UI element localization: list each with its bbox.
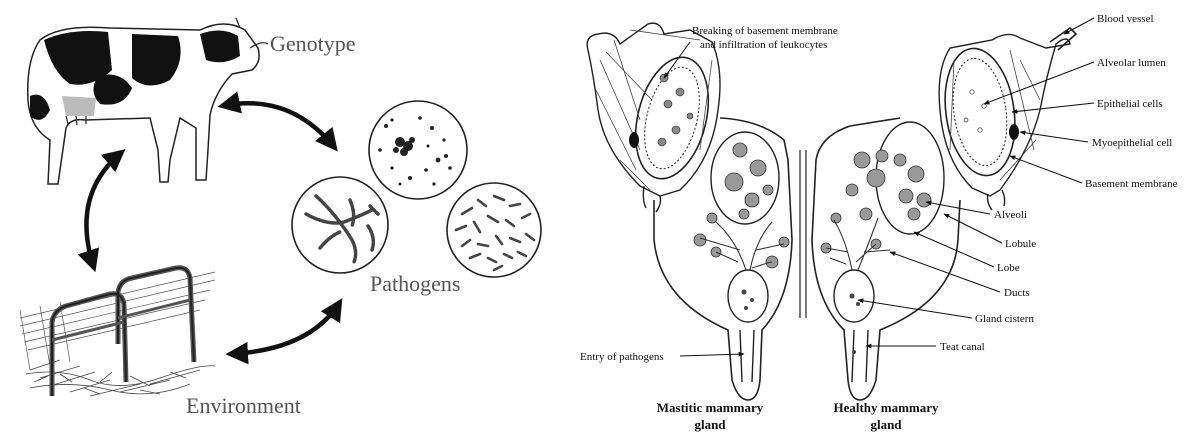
label-pathogens: Pathogens (370, 271, 460, 296)
healthy-gland-body (811, 117, 961, 401)
label-blood-vessel: Blood vessel (1097, 13, 1154, 25)
left-panel: Genotype (19, 17, 542, 418)
caption-healthy-line2: gland (870, 417, 902, 432)
mastitic-alveolus-detail (586, 22, 721, 213)
mastitic-gland-body (653, 117, 793, 401)
label-gland-cistern: Gland cistern (975, 313, 1034, 325)
label-myoepithelial-cell: Myoepithelial cell (1092, 137, 1172, 149)
pathogen-circle-streptococci (291, 176, 389, 274)
label-entry-of-pathogens: Entry of pathogens (580, 351, 664, 363)
caption-healthy-line1: Healthy mammary (833, 400, 939, 415)
pathogen-circle-bacilli (446, 182, 542, 278)
label-lobe: Lobe (997, 262, 1020, 274)
right-panel: Breaking of basement membrane and infilt… (580, 13, 1178, 432)
arrow-pathogens-environment (225, 298, 343, 365)
label-basement-membrane: Basement membrane (1085, 178, 1178, 190)
label-alveolar-lumen: Alveolar lumen (1097, 57, 1166, 69)
label-environment: Environment (186, 393, 301, 418)
label-epithelial-cells: Epithelial cells (1097, 98, 1163, 110)
arrow-genotype-pathogens (217, 91, 338, 152)
leader-lines (663, 17, 1095, 357)
caption-mastitic-line2: gland (694, 417, 726, 432)
label-teat-canal: Teat canal (940, 341, 985, 353)
label-ducts: Ducts (1004, 287, 1030, 299)
label-lobule: Lobule (1005, 238, 1036, 250)
environment-pen-illustration (19, 265, 216, 397)
arrow-genotype-environment (77, 149, 126, 273)
label-alveoli: Alveoli (994, 209, 1027, 221)
healthy-alveolus-detail (938, 26, 1078, 211)
caption-mastitic-line1: Mastitic mammary (657, 400, 764, 415)
pathogen-circle-cocci (368, 100, 468, 200)
cow-illustration (27, 17, 269, 185)
label-breaking-line2: and infiltration of leukocytes (700, 39, 827, 51)
label-breaking-line1: Breaking of basement membrane (692, 25, 838, 37)
label-genotype: Genotype (270, 31, 356, 56)
